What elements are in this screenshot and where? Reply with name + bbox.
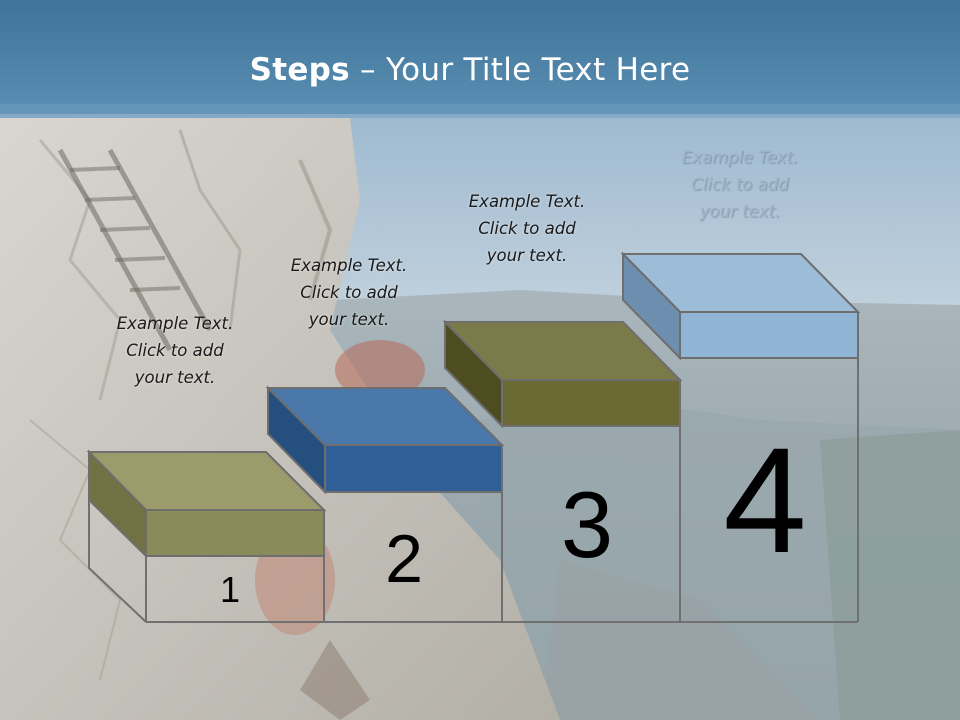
step-2-block — [265, 385, 505, 495]
step-2-line2: Click to add — [300, 283, 398, 302]
step-3-text[interactable]: Example Text. Click to add your text. — [442, 188, 612, 269]
step-3-number: 3 — [560, 472, 614, 577]
step-1-line2: Click to add — [126, 341, 224, 360]
step-1-line3: your text. — [134, 368, 216, 387]
slide-title[interactable]: Steps – Your Title Text Here — [0, 52, 940, 88]
step-4-line2: Click to add — [691, 175, 789, 194]
title-bold: Steps — [249, 52, 350, 88]
step-1-number: 1 — [219, 569, 241, 610]
step-1-text[interactable]: Example Text. Click to add your text. — [90, 310, 260, 391]
step-4-line3: your text. — [699, 202, 781, 221]
step-3-line3: your text. — [486, 246, 568, 265]
step-2-line1: Example Text. — [290, 256, 408, 275]
step-1-block — [86, 449, 327, 559]
title-rest: – Your Title Text Here — [349, 52, 691, 88]
step-3-block — [442, 319, 683, 429]
step-4-text[interactable]: Example Text. Click to add your text. — [655, 144, 825, 225]
step-4-number: 4 — [723, 416, 807, 584]
step-2-number: 2 — [385, 521, 423, 597]
step-3-line2: Click to add — [478, 219, 576, 238]
step-4-line1: Example Text. — [681, 148, 799, 167]
step-1-line1: Example Text. — [116, 314, 234, 333]
step-4-block — [620, 251, 861, 361]
step-2-text[interactable]: Example Text. Click to add your text. — [264, 252, 434, 333]
step-3-line1: Example Text. — [468, 192, 586, 211]
step-2-line3: your text. — [308, 310, 390, 329]
